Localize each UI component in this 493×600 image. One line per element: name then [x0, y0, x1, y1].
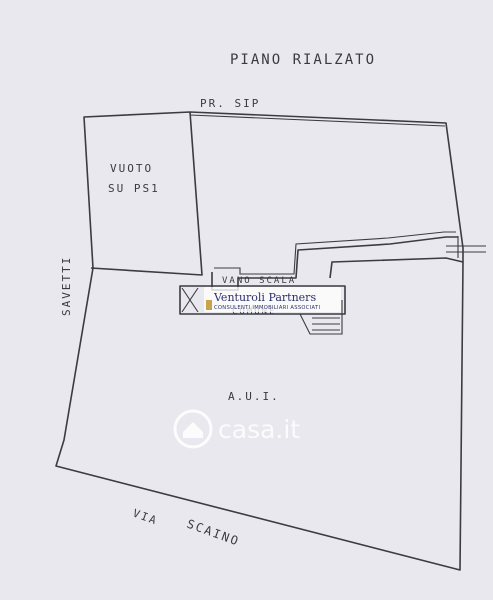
stairwell-label-line1: VANO SCALA [222, 276, 296, 286]
right-wall-segment [329, 257, 464, 279]
house-icon [183, 422, 203, 438]
north-neighbor-label: PR. SIP [200, 97, 260, 110]
stair-lower-step [299, 300, 343, 335]
agency-logo-tagline: CONSULENTI IMMOBILIARI ASSOCIATI [214, 305, 320, 311]
street-prefix-label: VIA [131, 507, 160, 528]
void-label-line2: SU PS1 [108, 182, 160, 195]
internal-wall-band-inner [214, 231, 456, 275]
casa-it-watermark: casa.it [173, 409, 300, 449]
watermark-text: casa.it [218, 415, 300, 444]
void-room-outline [90, 111, 203, 276]
agency-logo: Venturoli Partners CONSULENTI IMMOBILIAR… [204, 287, 341, 312]
agency-logo-name: Venturoli Partners [213, 291, 316, 304]
street-name-label: SCAINO [185, 517, 242, 549]
unit-label: A.U.I. [228, 390, 280, 403]
building-outline [55, 111, 464, 571]
void-label-line1: VUOTO [110, 162, 153, 175]
agency-logo-background [204, 287, 341, 312]
north-wall-inner [189, 114, 446, 127]
house-icon-circle [173, 409, 213, 449]
stairwell-block [179, 285, 346, 315]
floor-title: PIANO RIALZATO [230, 52, 376, 68]
stair-hatch-2 [181, 287, 199, 313]
west-neighbor-label: SAVETTI [60, 256, 73, 316]
agency-logo-mark [206, 300, 212, 310]
